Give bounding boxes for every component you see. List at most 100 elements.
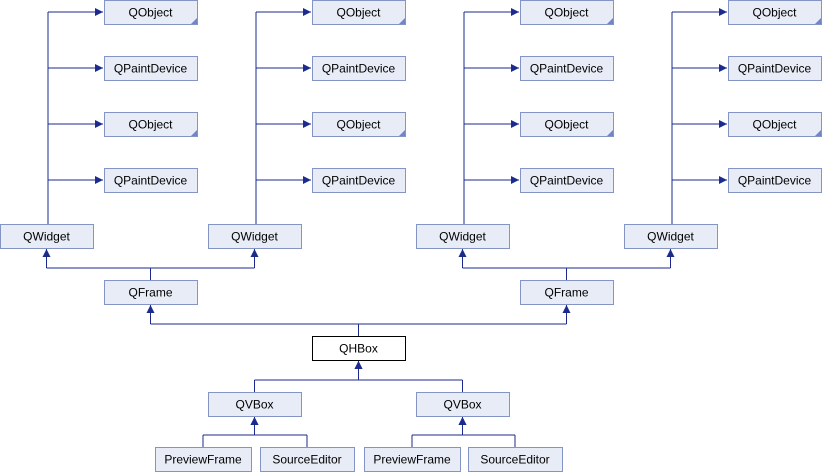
class-label: QVBox xyxy=(443,398,481,412)
class-box xyxy=(0,224,94,249)
class-label: QFrame xyxy=(544,286,588,300)
class-node: QPaintDevice xyxy=(312,56,406,81)
class-box xyxy=(520,168,614,193)
class-node[interactable]: QObject xyxy=(104,112,198,137)
class-label: QVBox xyxy=(235,398,273,412)
collapsed-link-icon xyxy=(815,18,821,24)
class-box xyxy=(312,0,406,25)
edge-arrowhead xyxy=(95,176,103,184)
class-node: QPaintDevice xyxy=(312,168,406,193)
class-label: QWidget xyxy=(647,230,694,244)
class-label: SourceEditor xyxy=(272,453,341,467)
class-node: SourceEditor xyxy=(468,447,563,472)
collapsed-link-icon xyxy=(815,130,821,136)
class-label: PreviewFrame xyxy=(164,453,242,467)
class-box xyxy=(155,447,252,472)
class-node[interactable]: QObject xyxy=(104,0,198,25)
class-label: QPaintDevice xyxy=(322,174,396,188)
class-node: QVBox xyxy=(416,392,510,417)
class-label: QPaintDevice xyxy=(530,174,604,188)
edge-arrowhead xyxy=(303,176,311,184)
class-label: QWidget xyxy=(439,230,486,244)
class-node[interactable]: QObject xyxy=(312,0,406,25)
collapsed-link-icon xyxy=(607,130,613,136)
class-label: QPaintDevice xyxy=(738,62,812,76)
class-box xyxy=(728,168,822,193)
class-node: PreviewFrame xyxy=(155,447,252,472)
class-label: PreviewFrame xyxy=(373,453,451,467)
edge-arrowhead xyxy=(95,64,103,72)
edge-arrowhead xyxy=(719,8,727,16)
class-box xyxy=(312,56,406,81)
edge-arrowhead xyxy=(42,249,51,257)
edge-arrowhead xyxy=(303,8,311,16)
class-box xyxy=(312,112,406,137)
class-box xyxy=(208,392,302,417)
class-node: QWidget xyxy=(624,224,718,249)
edge-arrowhead xyxy=(95,120,103,128)
edge-arrowhead xyxy=(719,64,727,72)
class-node: PreviewFrame xyxy=(364,447,461,472)
class-box xyxy=(520,112,614,137)
class-box xyxy=(312,168,406,193)
class-label: QPaintDevice xyxy=(114,62,188,76)
class-label: QPaintDevice xyxy=(322,62,396,76)
class-node: QFrame xyxy=(520,280,614,305)
class-box xyxy=(208,224,302,249)
class-label: QObject xyxy=(544,6,589,20)
class-box xyxy=(416,392,510,417)
class-node: QPaintDevice xyxy=(728,56,822,81)
edge-arrowhead xyxy=(719,120,727,128)
class-box xyxy=(260,447,355,472)
edge-arrowhead xyxy=(562,305,571,313)
edge-arrowhead xyxy=(354,361,363,369)
class-box xyxy=(520,56,614,81)
class-box xyxy=(520,0,614,25)
edges-layer xyxy=(42,8,727,447)
class-label: QFrame xyxy=(128,286,172,300)
collapsed-link-icon xyxy=(191,130,197,136)
class-label: QObject xyxy=(128,6,173,20)
class-box xyxy=(104,168,198,193)
class-node: QFrame xyxy=(104,280,198,305)
class-box xyxy=(104,0,198,25)
edge-arrowhead xyxy=(250,417,259,425)
class-node[interactable]: QObject xyxy=(728,112,822,137)
edge-arrowhead xyxy=(458,417,467,425)
edge-arrowhead xyxy=(511,176,519,184)
class-node: QWidget xyxy=(0,224,94,249)
collapsed-link-icon xyxy=(191,18,197,24)
collapsed-link-icon xyxy=(607,18,613,24)
class-node: QHBox xyxy=(312,336,406,361)
class-node[interactable]: QObject xyxy=(728,0,822,25)
class-node[interactable]: QObject xyxy=(520,112,614,137)
class-node: SourceEditor xyxy=(260,447,355,472)
class-label: QHBox xyxy=(339,342,378,356)
class-label: QPaintDevice xyxy=(530,62,604,76)
class-node[interactable]: QObject xyxy=(312,112,406,137)
class-label: QPaintDevice xyxy=(738,174,812,188)
edge-arrowhead xyxy=(511,120,519,128)
class-label: QObject xyxy=(336,6,381,20)
class-label: SourceEditor xyxy=(480,453,549,467)
edge-arrowhead xyxy=(250,249,259,257)
class-node: QPaintDevice xyxy=(104,168,198,193)
class-label: QPaintDevice xyxy=(114,174,188,188)
class-box xyxy=(728,112,822,137)
class-box xyxy=(728,0,822,25)
class-label: QObject xyxy=(336,118,381,132)
collapsed-link-icon xyxy=(399,18,405,24)
class-node[interactable]: QObject xyxy=(520,0,614,25)
class-label: QObject xyxy=(128,118,173,132)
edge-arrowhead xyxy=(719,176,727,184)
class-node: QWidget xyxy=(416,224,510,249)
class-box xyxy=(104,112,198,137)
class-box xyxy=(312,336,406,361)
class-node: QPaintDevice xyxy=(520,56,614,81)
edge-arrowhead xyxy=(458,249,467,257)
class-node: QPaintDevice xyxy=(728,168,822,193)
class-box xyxy=(520,280,614,305)
class-label: QWidget xyxy=(23,230,70,244)
